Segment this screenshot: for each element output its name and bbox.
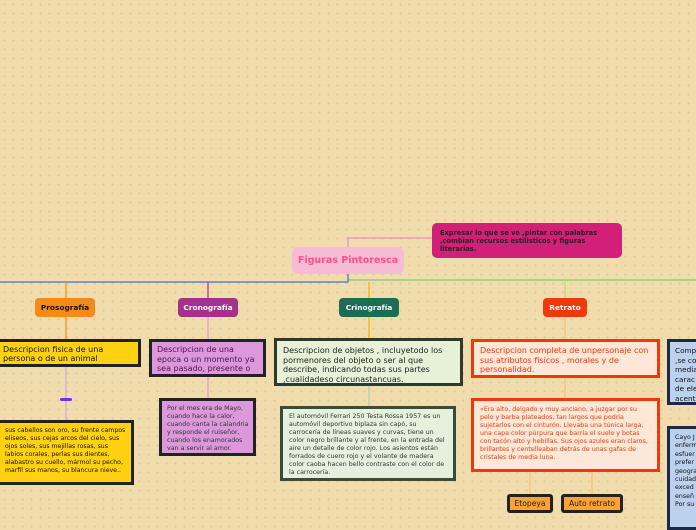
cronografia-example-card[interactable]: Por el mes era de Mayo, cuando hace la c… — [159, 398, 256, 456]
retrato-description: Descripcion completa de unpersonaje con … — [480, 346, 649, 374]
connector-retrato-chips — [529, 472, 593, 494]
crinografia-description: Descripcion de objetos , incluyetodo los… — [283, 346, 443, 384]
right-description-card[interactable]: Comp ,se co media carac de ele acent — [667, 339, 696, 405]
prosografia-example: sus cabellos son oro, su frente campos e… — [5, 427, 126, 474]
branch-retrato-label: Retrato — [549, 303, 581, 312]
crinografia-description-card[interactable]: Descripcion de objetos , incluyetodo los… — [274, 338, 463, 386]
right-example-card[interactable]: Cayo J enferm esfuer prefer geogra cuida… — [667, 426, 696, 530]
branch-prosografia[interactable]: Prosografía — [35, 298, 95, 317]
prosografia-description-card[interactable]: Descripcion fisica de una persona o de u… — [0, 339, 141, 367]
branch-cronografia[interactable]: Cronografía — [178, 298, 238, 317]
retrato-example: «Era alto, delgado y muy anciano, a juzg… — [480, 406, 648, 461]
connector-left — [0, 274, 349, 283]
auto-retrato-label: Auto retrato — [568, 499, 616, 508]
retrato-description-card[interactable]: Descripcion completa de unpersonaje con … — [471, 339, 660, 378]
central-topic[interactable]: Figuras Pintoresca — [292, 247, 404, 274]
etopeya-node[interactable]: Etopeya — [507, 494, 553, 513]
branch-cronografia-label: Cronografía — [183, 303, 233, 312]
connector-callout — [347, 237, 432, 247]
right-example: Cayo J enferm esfuer prefer geogra cuida… — [675, 434, 696, 509]
crinografia-example-card[interactable]: El automóvil Ferrari 250 Testa Rossa 195… — [280, 406, 456, 481]
cronografia-description-card[interactable]: Descripcion de una epoca o un momento ya… — [149, 339, 266, 377]
crinografia-example: El automóvil Ferrari 250 Testa Rossa 195… — [289, 413, 445, 476]
right-description: Comp ,se co media carac de ele acent — [675, 346, 696, 403]
connector-right — [347, 274, 696, 281]
branch-prosografia-label: Prosografía — [40, 303, 90, 312]
branch-crinografia-label: Crinografía — [345, 303, 393, 312]
branch-retrato[interactable]: Retrato — [543, 298, 587, 317]
branch-crinografia[interactable]: Crinografía — [339, 298, 399, 317]
retrato-example-card[interactable]: «Era alto, delgado y muy anciano, a juzg… — [471, 398, 660, 472]
collapse-toggle[interactable] — [60, 398, 72, 401]
callout-text: Expresar lo que se ve ,pintar con palabr… — [440, 229, 598, 253]
auto-retrato-node[interactable]: Auto retrato — [561, 494, 623, 513]
prosografia-example-card[interactable]: sus cabellos son oro, su frente campos e… — [0, 420, 134, 485]
prosografia-description: Descripcion fisica de una persona o de u… — [3, 345, 104, 363]
cronografia-example: Por el mes era de Mayo, cuando hace la c… — [167, 405, 249, 452]
callout-note[interactable]: Expresar lo que se ve ,pintar con palabr… — [432, 223, 622, 258]
etopeya-label: Etopeya — [514, 499, 546, 508]
cronografia-description: Descripcion de una epoca o un momento ya… — [157, 345, 255, 374]
central-topic-label: Figuras Pintoresca — [297, 255, 399, 266]
